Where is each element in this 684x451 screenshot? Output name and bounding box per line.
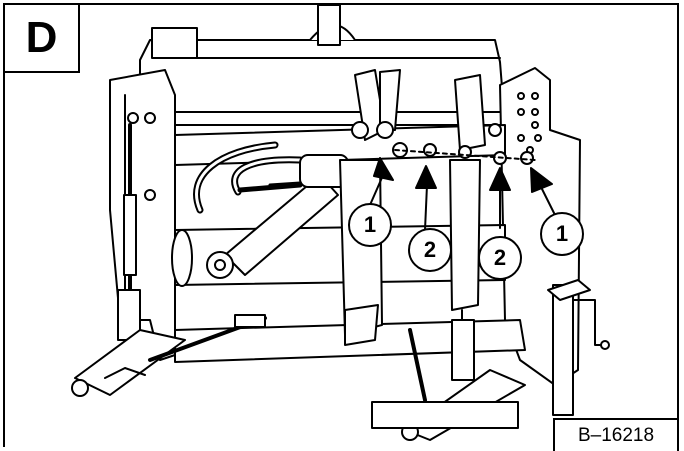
left-lift-rod — [117, 123, 141, 341]
callout-1: 1 — [348, 203, 392, 247]
panel-letter: D — [3, 3, 80, 73]
left-side-plate — [109, 69, 176, 361]
callout-2: 2 — [408, 228, 452, 272]
parking-jack — [547, 279, 610, 416]
reference-code: B–16218 — [553, 418, 679, 451]
callout-2: 2 — [478, 236, 522, 280]
figure-frame — [3, 3, 679, 447]
upper-cross-tube — [139, 4, 506, 126]
right-lift-cylinder — [449, 74, 502, 381]
bolt-holes — [392, 142, 536, 165]
hydraulic-hoses — [193, 141, 304, 214]
hydraulic-top-link-cylinder — [206, 154, 349, 279]
callout-arrows — [369, 157, 556, 231]
lower-link-arms — [71, 314, 526, 441]
callout-1: 1 — [540, 212, 584, 256]
